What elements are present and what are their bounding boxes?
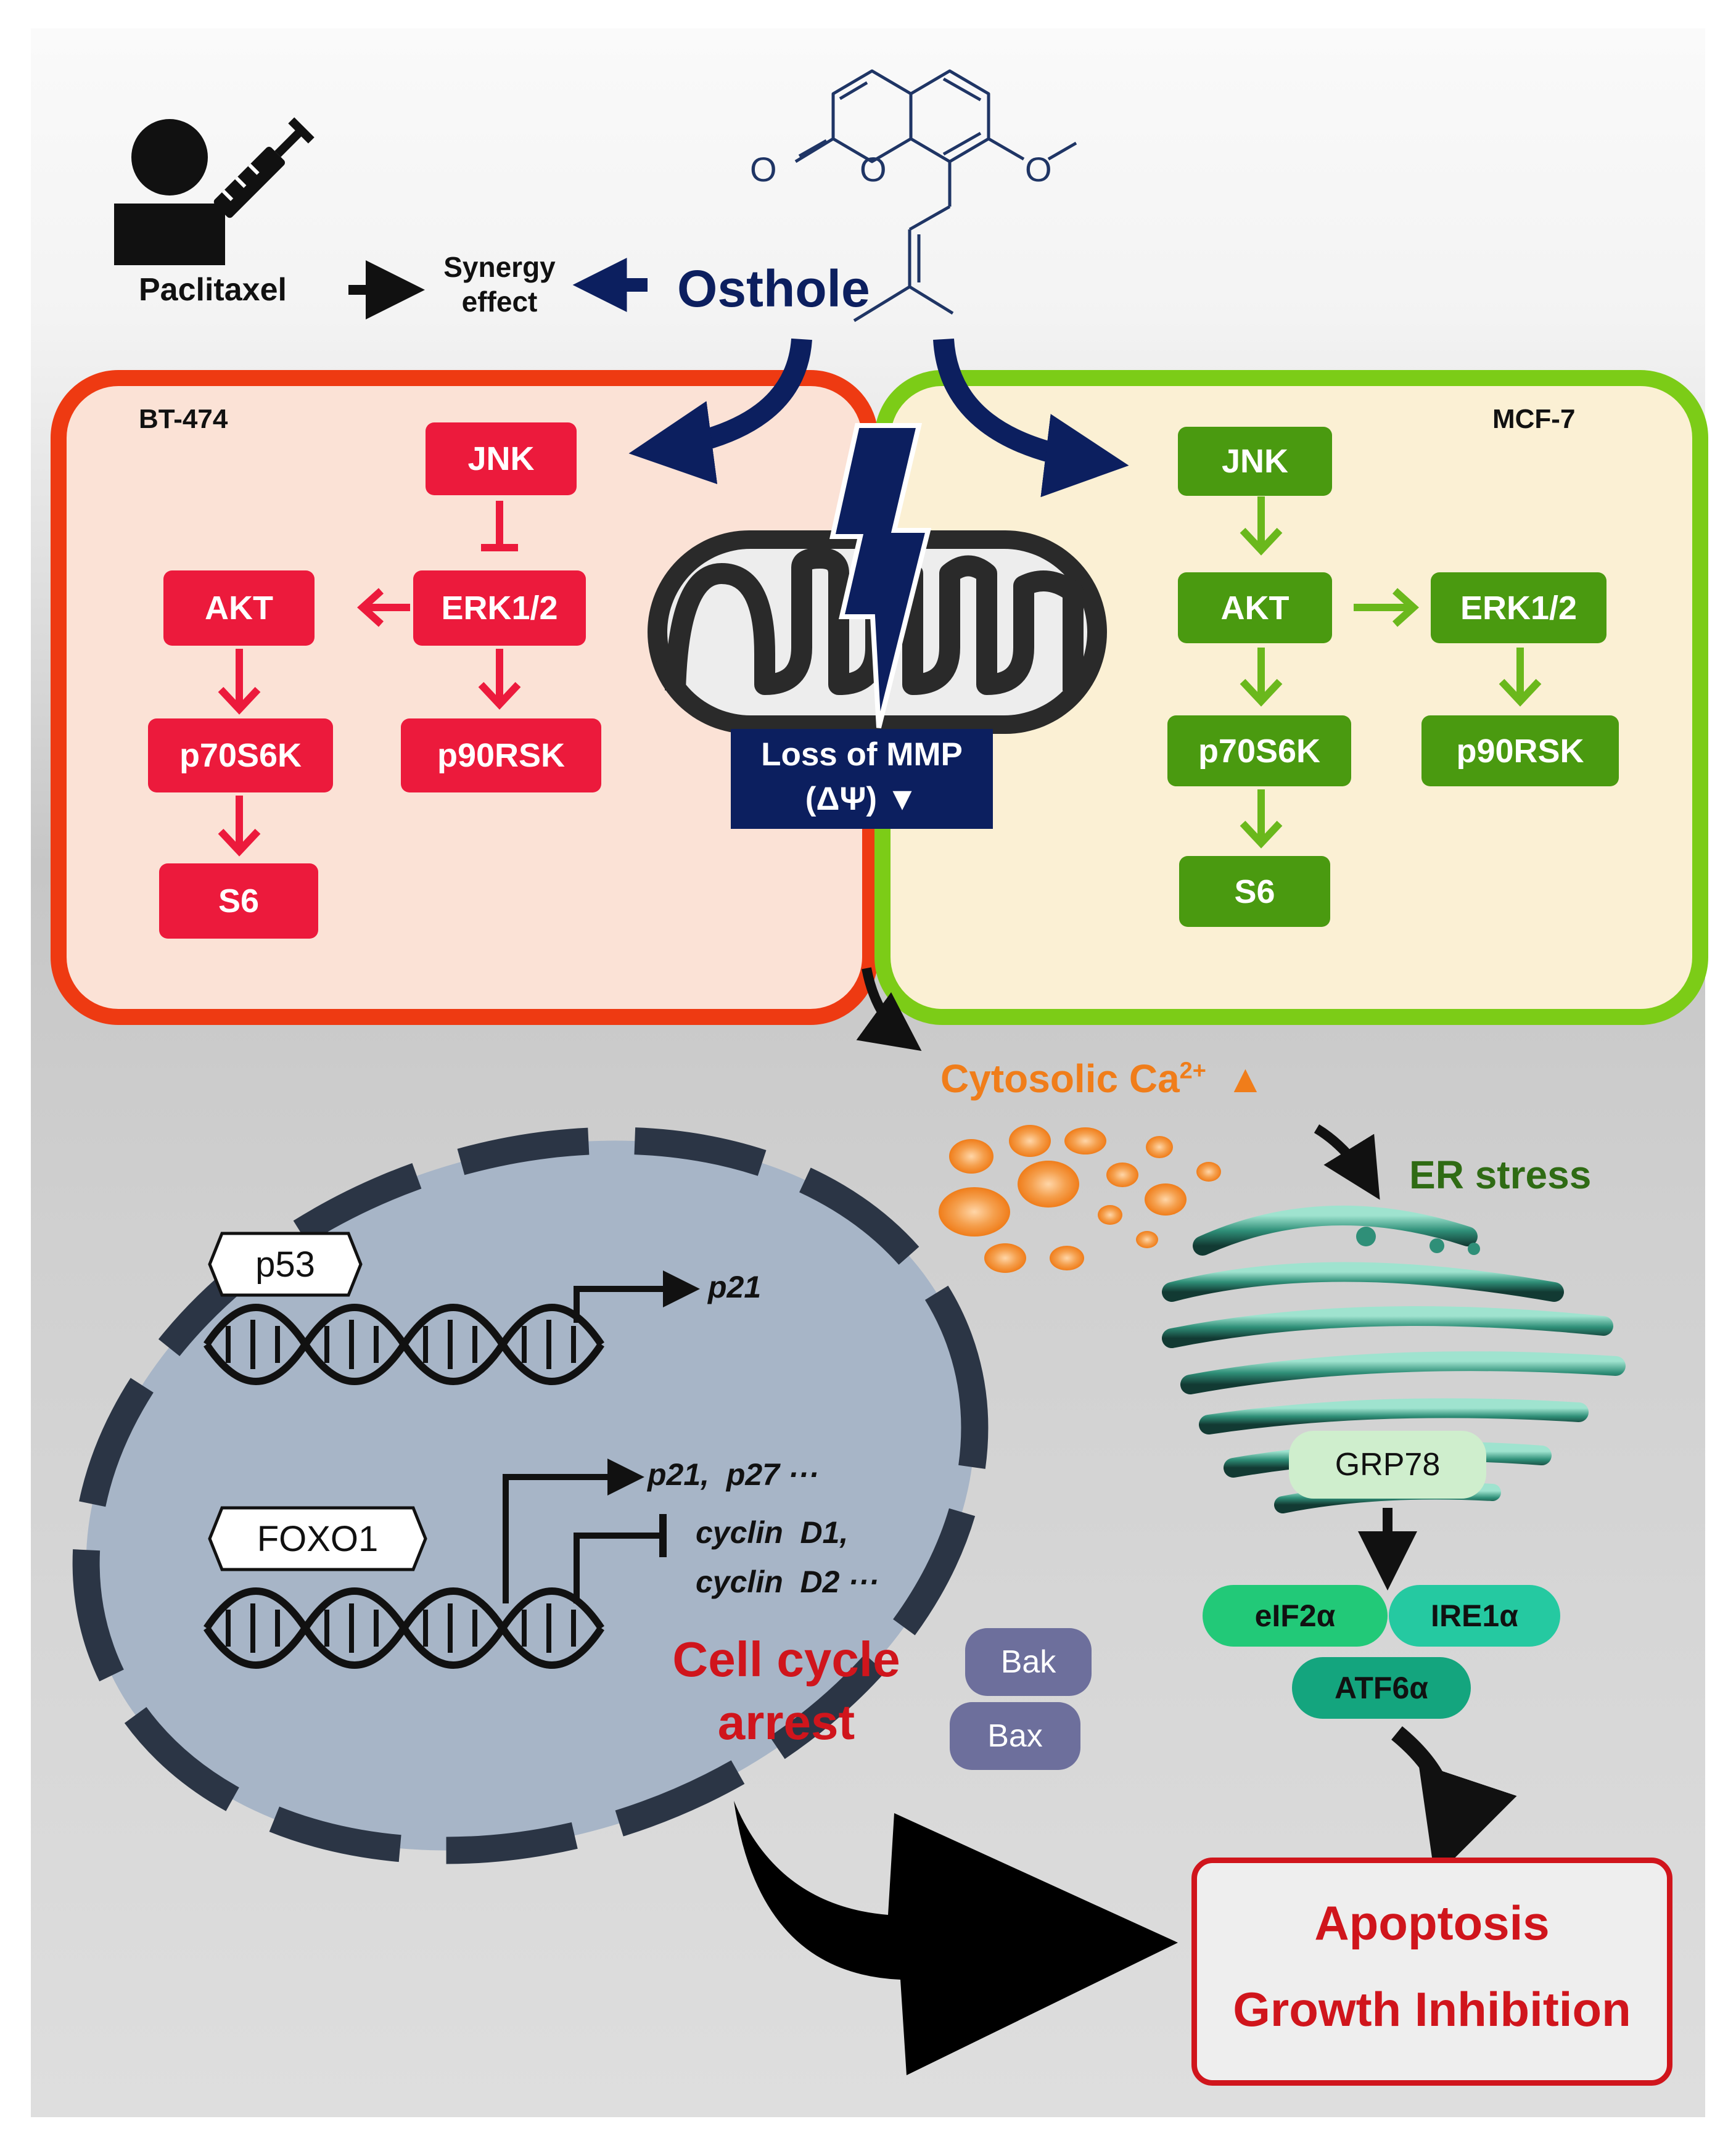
bax-pill: Bax bbox=[950, 1702, 1080, 1770]
bt474-p90rsk-box: p90RSK bbox=[401, 718, 601, 792]
foxo1-activation-arrow bbox=[503, 1459, 644, 1603]
foxo1-repression-line bbox=[574, 1533, 663, 1603]
calcium-particles bbox=[939, 1125, 1221, 1273]
er-stress-label: ER stress bbox=[1409, 1153, 1592, 1197]
bt474-arrows bbox=[218, 501, 521, 857]
p21-p27-genes: p21, p27 ··· bbox=[648, 1457, 819, 1492]
mcf7-akt-box: AKT bbox=[1178, 572, 1332, 643]
bt474-erk-box: ERK1/2 bbox=[413, 570, 586, 646]
nucleus bbox=[72, 1127, 989, 1864]
bt474-akt-box: AKT bbox=[163, 570, 315, 646]
lightning-bolt-icon bbox=[829, 423, 932, 728]
p53-hexagon bbox=[208, 1232, 363, 1297]
carbonyl-o: O bbox=[750, 150, 777, 189]
methoxy-o: O bbox=[1025, 150, 1052, 189]
bt474-jnk-box: JNK bbox=[426, 422, 577, 495]
foxo1-hexagon bbox=[208, 1506, 427, 1571]
dna-helix-p53 bbox=[204, 1304, 604, 1385]
calcium-to-er-arrow bbox=[1314, 1124, 1380, 1200]
arrest-line-1: Cell cycle bbox=[672, 1632, 900, 1687]
osthole-to-bt474-arrow bbox=[628, 338, 812, 485]
outcome-box: Apoptosis Growth Inhibition bbox=[1191, 1858, 1672, 2086]
foxo1-label: FOXO1 bbox=[257, 1518, 379, 1559]
calcium-charge: 2+ bbox=[1179, 1058, 1206, 1084]
mcf7-s6-box: S6 bbox=[1179, 856, 1330, 927]
osthole-structure bbox=[794, 69, 1077, 323]
calcium-up-icon: ▲ bbox=[1225, 1056, 1265, 1101]
arrest-to-apoptosis-arrow bbox=[734, 1801, 1178, 2075]
paclitaxel-label: Paclitaxel bbox=[139, 272, 287, 308]
bak-pill: Bak bbox=[965, 1628, 1092, 1696]
apoptosis-label: Apoptosis bbox=[1314, 1896, 1550, 1950]
mcf7-p70s6k-box: p70S6K bbox=[1167, 715, 1351, 786]
p21-gene-label: p21 bbox=[708, 1270, 762, 1304]
mmp-line-1: Loss of MMP bbox=[761, 736, 963, 773]
mcf7-p90rsk-box: p90RSK bbox=[1421, 715, 1619, 786]
cyclin-d2-gene: cyclin D2 ··· bbox=[696, 1565, 879, 1599]
arrest-line-2: arrest bbox=[717, 1695, 855, 1750]
mcf7-jnk-box: JNK bbox=[1178, 427, 1332, 496]
atf6a-pill: ATF6α bbox=[1292, 1657, 1471, 1719]
mcf7-label: MCF-7 bbox=[1492, 404, 1576, 434]
er-organelle-icon bbox=[1162, 1205, 1626, 1513]
ire1a-pill: IRE1α bbox=[1389, 1585, 1560, 1647]
osthole-to-mcf7-arrow bbox=[933, 338, 1129, 498]
bt474-p70s6k-box: p70S6K bbox=[148, 718, 333, 792]
mmp-line-2: (ΔΨ) ▼ bbox=[805, 781, 919, 817]
cytosolic-calcium-label: Cytosolic Ca2+ ▲ bbox=[940, 1056, 1265, 1101]
dna-helix-foxo1 bbox=[204, 1587, 604, 1669]
p53-promoter-arrow bbox=[574, 1270, 700, 1323]
cell-cycle-arrest-label: Cell cycle arrest bbox=[617, 1628, 956, 1754]
bt474-label: BT-474 bbox=[139, 404, 228, 434]
cyclin-d1-gene: cyclin D1, bbox=[696, 1515, 849, 1550]
eif2a-pill: eIF2α bbox=[1203, 1585, 1388, 1647]
ring-o: O bbox=[860, 150, 887, 189]
mcf7-arrows bbox=[1240, 496, 1542, 849]
p53-label: p53 bbox=[255, 1244, 315, 1285]
synergy-line-2: effect bbox=[461, 286, 538, 318]
mcf7-erk-box: ERK1/2 bbox=[1431, 572, 1606, 643]
bt474-s6-box: S6 bbox=[159, 863, 318, 939]
synergy-label: Synergy effect bbox=[432, 250, 567, 319]
growth-inhibition-label: Growth Inhibition bbox=[1233, 1982, 1631, 2036]
mmp-to-calcium-arrow bbox=[856, 967, 922, 1051]
grp78-label: GRP78 bbox=[1289, 1431, 1486, 1499]
osthole-label: Osthole bbox=[677, 260, 870, 318]
synergy-line-1: Synergy bbox=[443, 251, 556, 283]
er-to-apoptosis-arrow bbox=[1391, 1726, 1517, 1878]
mmp-loss-label: Loss of MMP (ΔΨ) ▼ bbox=[731, 729, 993, 829]
patient-injection-icon bbox=[114, 117, 315, 265]
calcium-text: Cytosolic Ca bbox=[940, 1056, 1180, 1101]
